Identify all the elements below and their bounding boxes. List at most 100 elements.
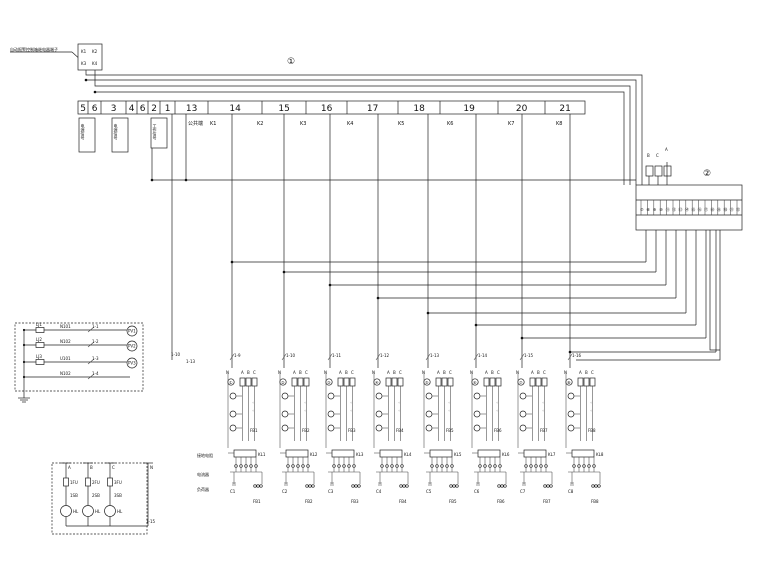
unit-phase-C: C xyxy=(449,370,452,375)
unit-core-glyph-1: ◦ xyxy=(350,400,352,405)
row-label-3: 负荷器 xyxy=(197,486,209,492)
right-block-num-2: ⑧ xyxy=(646,207,650,212)
meter-label-2: PV2 xyxy=(128,344,136,349)
unit-relay-label: KL8 xyxy=(596,452,604,457)
phase-a: A xyxy=(665,147,668,152)
unit-relay-label: KL3 xyxy=(356,452,364,457)
strip-k-label-8: K8 xyxy=(556,121,562,127)
top-relay-k3: K3 xyxy=(81,61,87,66)
feeder-tag-1: 1-9 xyxy=(234,353,241,358)
right-block-num-14: ⑳ xyxy=(723,206,727,212)
phase-label-N: N xyxy=(150,465,153,470)
left-tag-1: 1-10 xyxy=(171,352,181,357)
unit-phase-B: B xyxy=(393,370,396,375)
unit-fb-label: FB7 xyxy=(543,499,551,504)
strip-cell-1: 1 xyxy=(165,104,171,114)
phase-label-A: A xyxy=(68,465,71,470)
meter-label-1: PV1 xyxy=(128,329,136,334)
unit-phase-C: C xyxy=(543,370,546,375)
unit-core-label: FB7 xyxy=(540,428,548,433)
bus-line-180 xyxy=(150,114,636,360)
node-label-2: N102 xyxy=(60,339,71,344)
unit-core-glyph-2: ◦ xyxy=(448,408,450,413)
circle-marker-right: ② xyxy=(703,169,711,179)
left-meter-circuit xyxy=(14,322,144,403)
unit-cap-label: C5 xyxy=(426,489,432,494)
strip-cell-21: 21 xyxy=(559,104,570,114)
phase-fuse-2: 2FU xyxy=(92,480,100,485)
right-block-num-12: ⑱ xyxy=(710,206,714,212)
unit-number: ③ xyxy=(327,380,331,385)
public-terminal-label: 公共端 xyxy=(188,120,203,127)
unit-fb-label: FB2 xyxy=(305,499,313,504)
unit-cap-label: C2 xyxy=(282,489,288,494)
feeder-tag-5: 1-13 xyxy=(430,353,440,358)
unit-phase-A: A xyxy=(387,370,390,375)
right-block-num-10: ⑯ xyxy=(698,206,702,212)
unit-phase-A: A xyxy=(437,370,440,375)
node-label-4: N102 xyxy=(60,371,71,376)
feeder-tag-2: 1-10 xyxy=(286,353,296,358)
right-block-num-5: ⑪ xyxy=(666,206,670,212)
unit-phase-A: A xyxy=(293,370,296,375)
vnote-2: 电源信号 xyxy=(114,123,119,141)
unit-n-label: N xyxy=(470,370,473,375)
top-cables xyxy=(84,70,643,185)
unit-phase-A: A xyxy=(579,370,582,375)
unit-cap-label: C4 xyxy=(376,489,382,494)
unit-fb-label: FB5 xyxy=(449,499,457,504)
feeder-tag-4: 1-12 xyxy=(380,353,390,358)
right-block-num-4: ⑩ xyxy=(659,207,663,212)
unit-n-label: N xyxy=(324,370,327,375)
unit-core-glyph-2: ◦ xyxy=(252,408,254,413)
unit-fb-label: FB1 xyxy=(253,499,261,504)
phase-fuse-1: 1FU xyxy=(70,480,78,485)
unit-core-glyph-2: ◦ xyxy=(590,408,592,413)
phase-lamp-1: HL xyxy=(73,509,79,514)
unit-cap-label: C8 xyxy=(568,489,574,494)
right-block-num-6: ⑫ xyxy=(672,206,676,212)
vnote-3: 工作信号 xyxy=(153,124,158,141)
phase-b: B xyxy=(647,153,650,158)
unit-n-label: N xyxy=(422,370,425,375)
unit-core-glyph-1: ◦ xyxy=(448,400,450,405)
unit-core-glyph-2: ◦ xyxy=(542,408,544,413)
phase-circuit-tag: 1-15 xyxy=(146,519,156,524)
strip-k-label-1: K1 xyxy=(210,121,216,127)
unit-fb-label: FB4 xyxy=(399,499,407,504)
unit-core-label: FB4 xyxy=(396,428,404,433)
unit-phase-B: B xyxy=(585,370,588,375)
unit-fb-label: FB6 xyxy=(497,499,505,504)
phase-lamp-3: HL xyxy=(117,509,123,514)
unit-core-label: FB8 xyxy=(588,428,596,433)
right-block-num-7: ⑬ xyxy=(678,206,682,212)
right-block-num-13: ⑲ xyxy=(717,206,721,212)
unit-n-label: N xyxy=(564,370,567,375)
strip-k-label-7: K7 xyxy=(508,121,514,127)
unit-core-glyph-1: ◦ xyxy=(252,400,254,405)
unit-cap-label: C6 xyxy=(474,489,480,494)
unit-number: ④ xyxy=(375,380,379,385)
unit-number: ② xyxy=(281,380,285,385)
strip-cell-4: 4 xyxy=(129,104,135,114)
right-block-num-1: ⑦ xyxy=(640,207,644,212)
phase-label-C: C xyxy=(112,465,115,470)
unit-phase-C: C xyxy=(497,370,500,375)
fuse-label-1: LJ1 xyxy=(36,322,42,327)
unit-phase-B: B xyxy=(443,370,446,375)
unit-phase-B: B xyxy=(345,370,348,375)
unit-core-label: FB3 xyxy=(348,428,356,433)
unit-core-glyph-2: ◦ xyxy=(398,408,400,413)
unit-relay-label: KL6 xyxy=(502,452,510,457)
